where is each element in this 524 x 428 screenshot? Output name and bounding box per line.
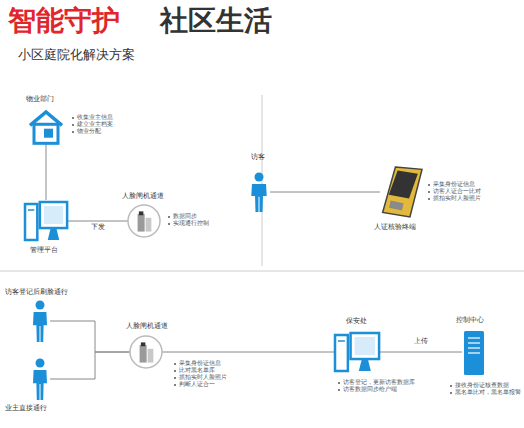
house-window: [44, 129, 53, 138]
property-dept: 物业部门收集业主信息建立业主档案物业分配: [28, 110, 64, 144]
bullet-item: 访客人证合一比对: [428, 188, 481, 195]
node-heading: 访客登记后刷脸通行: [5, 288, 68, 297]
visitor-person: 访客登记后刷脸通行: [30, 300, 50, 342]
divider-line: [0, 271, 524, 272]
gate-icon: [130, 336, 162, 368]
node-heading: 物业部门: [26, 95, 54, 104]
gate-ring: [130, 336, 162, 368]
bullet-item: 访客数据同步给户端: [338, 386, 397, 393]
title-part: 社区生活: [160, 4, 272, 38]
bullet-item: 采集身份证信息: [174, 360, 221, 367]
security-office: 保安处访客登记，更新访客数据库访客数据同步给户端: [334, 331, 380, 373]
edge-label: 下发: [89, 223, 107, 232]
person-body: [251, 184, 266, 212]
face-gate: 人脸闸机通道采集身份证信息比对黑名单库抓拍实时人脸照片判断人证合一: [130, 336, 162, 368]
gate-post: [146, 218, 152, 232]
computer-icon: [24, 200, 68, 242]
pc-slot: [28, 209, 34, 211]
node-heading: 控制中心: [456, 316, 484, 325]
bullet-item: 抓拍实时人脸照片: [174, 374, 227, 381]
gate-post: [138, 214, 145, 232]
server-slot: [468, 352, 480, 353]
connector: [270, 192, 380, 193]
person-split: [40, 384, 41, 400]
edge-label: 上传: [412, 337, 430, 346]
person-body: [33, 370, 47, 400]
bullet-item: 黑名单比对，黑名单报警: [450, 389, 521, 396]
computer-icon: [334, 331, 380, 373]
server-body: [464, 331, 484, 375]
pc-monitor: [40, 202, 67, 228]
gate-post: [140, 345, 147, 363]
person-head: [36, 301, 45, 310]
person-icon: [30, 300, 50, 342]
bullet-item: 访客登记，更新访客数据库: [338, 379, 415, 386]
pc-stand: [48, 229, 59, 240]
connector: [380, 352, 462, 353]
bullet-item: 数据同步: [168, 213, 197, 220]
person-body: [33, 312, 47, 342]
node-heading: 业主直接通行: [5, 404, 47, 413]
node-heading: 人脸闸机通道: [122, 192, 164, 201]
node-heading: 保安处: [346, 317, 367, 326]
gate-camera: [141, 342, 145, 346]
pc-screen: [44, 206, 63, 224]
bullet-item: 接收身份证核查数据: [450, 382, 509, 389]
server-slot: [468, 342, 480, 343]
pc-stand: [359, 360, 371, 371]
terminal-body: [383, 167, 422, 217]
pc-screen: [355, 337, 376, 355]
bullet-item: 建立业主档案: [72, 121, 113, 128]
person-split: [40, 326, 41, 342]
gate-camera: [139, 211, 143, 215]
face-gate: 人脸闸机通道数据同步实现通行控制: [128, 205, 160, 237]
gate-ring: [128, 205, 160, 237]
subtitle: 小区庭院化解决方案: [18, 46, 135, 64]
house-icon: [28, 110, 64, 144]
person-icon: [248, 172, 270, 212]
bullet-item: 判断人证合一: [174, 381, 215, 388]
connector: [50, 321, 130, 352]
connector: [162, 352, 334, 353]
gate-post: [148, 349, 154, 363]
pc-tower: [25, 204, 37, 240]
bullet-item: 抓拍实时人脸照片: [428, 195, 481, 202]
bullet-item: 实现通行控制: [168, 220, 209, 227]
node-heading: 访客: [251, 153, 265, 162]
person-head: [36, 359, 45, 368]
connector: [68, 221, 128, 222]
connector: [50, 352, 130, 379]
title: 智能守护: [8, 4, 120, 38]
bullet-item: 采集身份证信息: [428, 181, 475, 188]
terminal-icon: [380, 165, 424, 219]
owner-person: 业主直接通行: [30, 358, 50, 400]
node-heading: 人脸闸机通道: [126, 322, 168, 331]
gate-icon: [128, 205, 160, 237]
terminal-screen: [389, 170, 418, 198]
terminal-pad: [389, 200, 403, 210]
server-slot: [468, 337, 480, 338]
connector: [46, 144, 47, 200]
pc-slot: [338, 340, 345, 342]
person-icon: [30, 358, 50, 400]
pc-tower: [335, 335, 348, 371]
house-body: [34, 124, 58, 143]
node-heading: 管理平台: [30, 246, 58, 255]
bullet-item: 收集业主信息: [72, 114, 113, 121]
bullet-item: 比对黑名单库: [174, 367, 215, 374]
id-terminal: 人证核验终端采集身份证信息访客人证合一比对抓拍实时人脸照片: [380, 165, 424, 219]
node-heading: 人证核验终端: [374, 223, 416, 232]
pc-monitor: [351, 333, 380, 359]
visitor: 访客: [248, 172, 270, 212]
server-slot: [468, 347, 480, 348]
bullet-item: 物业分配: [72, 128, 101, 135]
control-center: 控制中心接收身份证核查数据黑名单比对，黑名单报警: [462, 330, 486, 376]
server-icon: [462, 330, 486, 376]
management-platform: 管理平台: [24, 200, 68, 242]
person-split: [259, 197, 260, 212]
person-head: [255, 173, 264, 182]
